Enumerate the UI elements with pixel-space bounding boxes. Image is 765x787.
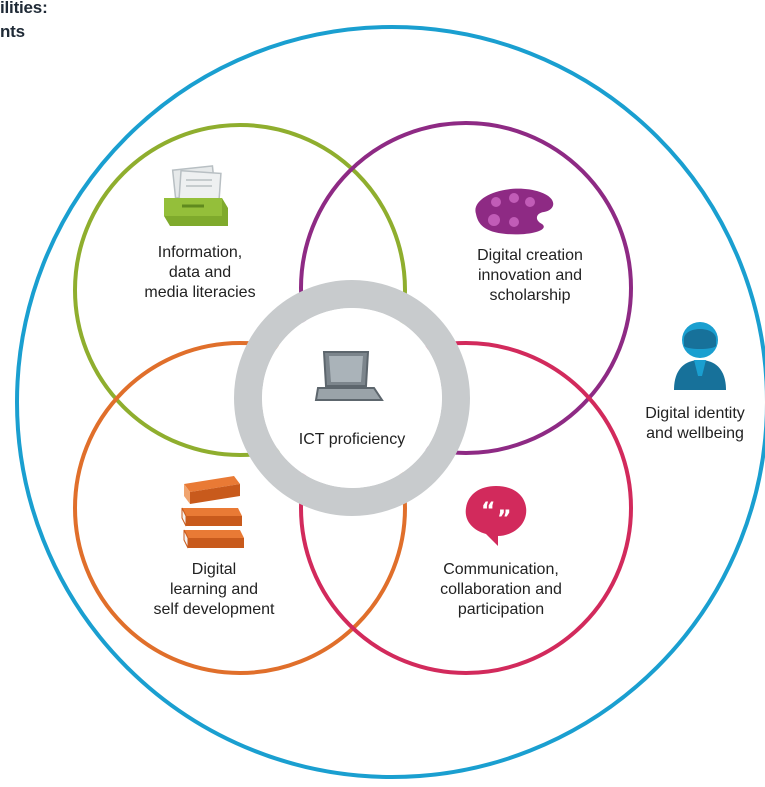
person-icon	[674, 322, 726, 390]
circle-learning	[73, 341, 407, 675]
label-communication-line-3: participation	[457, 601, 545, 618]
laptop-icon	[314, 351, 384, 401]
label-learning-line-2: learning and	[169, 581, 259, 598]
palette-icon	[475, 188, 554, 235]
label-info-line-3: media literacies	[144, 284, 256, 301]
label-outer: Digital identity and wellbeing	[628, 404, 762, 444]
label-outer-line-2: and wellbeing	[646, 425, 744, 442]
label-learning: Digital learning and self development	[124, 560, 304, 620]
header-line-2: nts	[0, 22, 25, 41]
label-info: Information, data and media literacies	[110, 243, 290, 303]
label-creation-line-1: Digital creation	[477, 247, 583, 264]
label-learning-line-1: Digital	[191, 561, 237, 578]
header-line-1: ilities:	[0, 0, 48, 17]
label-creation: Digital creation innovation and scholars…	[440, 246, 620, 306]
center-label: ICT proficiency	[298, 431, 406, 448]
circle-communication	[299, 341, 633, 675]
speech-bubble-icon: “ ”	[465, 486, 527, 546]
file-box-icon	[164, 165, 228, 226]
books-icon	[181, 476, 244, 549]
center-ring	[234, 280, 470, 516]
label-outer-line-1: Digital identity	[645, 405, 745, 422]
label-creation-line-3: scholarship	[489, 287, 571, 304]
label-creation-line-2: innovation and	[477, 267, 583, 284]
svg-text:“: “	[481, 499, 495, 524]
label-center: ICT proficiency	[270, 430, 434, 450]
label-info-line-2: data and	[168, 264, 232, 281]
outer-circle	[15, 25, 765, 779]
label-info-line-1: Information,	[157, 244, 243, 261]
label-communication-line-1: Communication,	[443, 561, 559, 578]
label-communication: Communication, collaboration and partici…	[406, 560, 596, 620]
circle-info	[73, 123, 407, 457]
label-learning-line-3: self development	[153, 601, 275, 618]
svg-text:”: ”	[497, 507, 511, 532]
circle-creation	[299, 121, 633, 455]
label-communication-line-2: collaboration and	[440, 581, 562, 598]
